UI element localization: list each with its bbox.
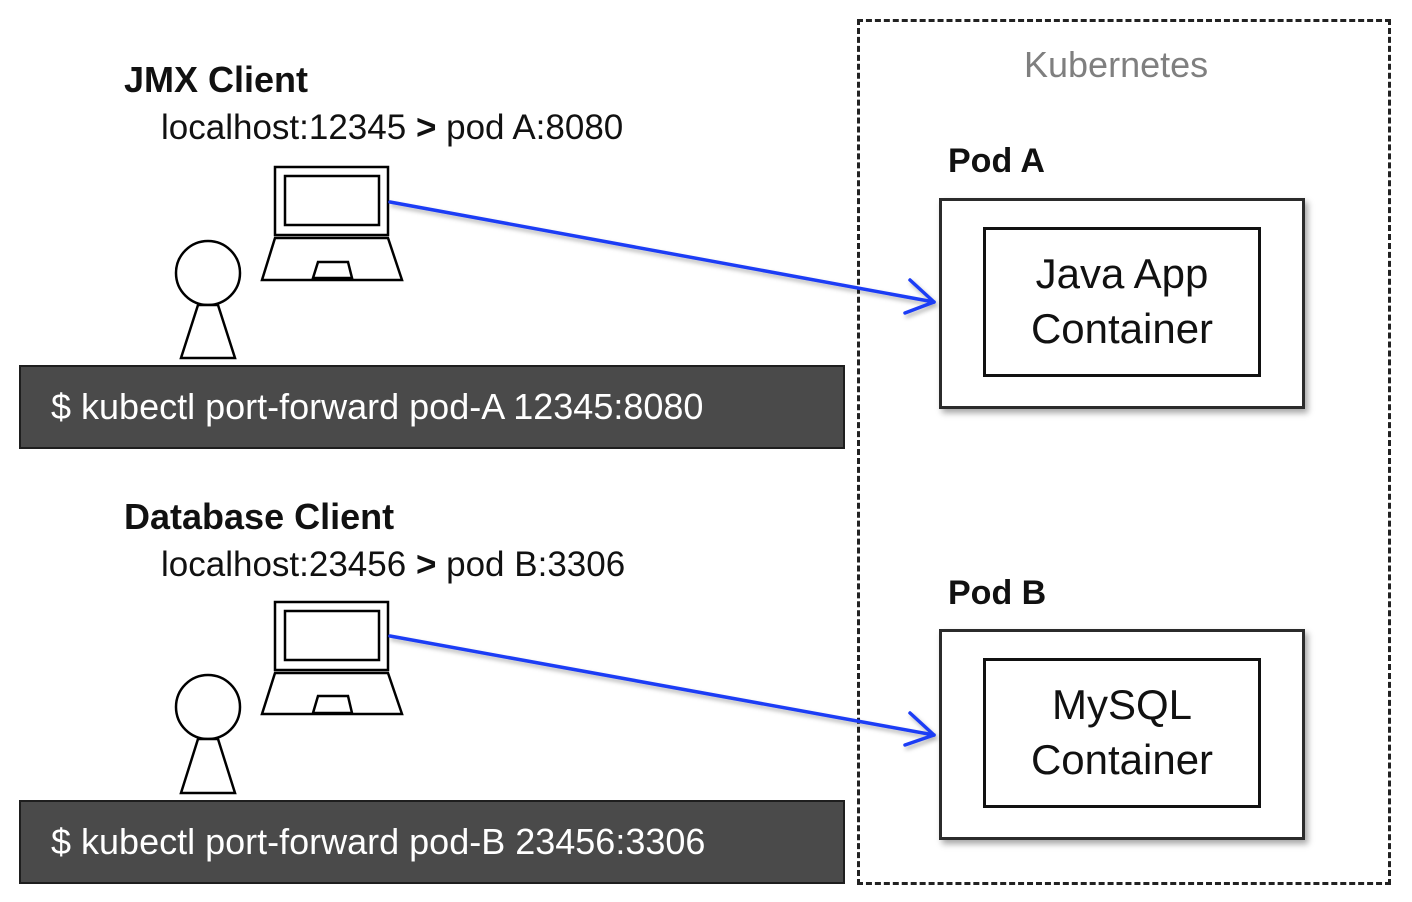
- container-label-line2: Container: [1030, 736, 1214, 783]
- port-forward-arrow-a: [388, 200, 936, 315]
- mapping-from: localhost:23456: [161, 545, 407, 584]
- container-label-line1: Java App: [1035, 250, 1209, 298]
- person-icon: [174, 673, 242, 795]
- database-port-mapping: localhost:23456 > pod B:3306: [161, 545, 625, 585]
- kubernetes-label: Kubernetes: [1024, 44, 1209, 85]
- port-forward-command-b: $ kubectl port-forward pod-B 23456:3306: [19, 800, 845, 884]
- jmx-client-title: JMX Client: [124, 59, 309, 100]
- pod-a-title: Pod A: [948, 142, 1045, 180]
- command-text: $ kubectl port-forward pod-B 23456:3306: [51, 821, 706, 862]
- mysql-container: MySQL Container: [983, 658, 1261, 808]
- mapping-arrow-sep: >: [415, 545, 437, 584]
- jmx-port-mapping: localhost:12345 > pod A:8080: [161, 108, 623, 148]
- port-forward-command-a: $ kubectl port-forward pod-A 12345:8080: [19, 365, 845, 449]
- person-icon: [174, 239, 242, 360]
- laptop-icon: [260, 600, 404, 716]
- pod-b-title: Pod B: [948, 574, 1047, 612]
- database-client-title: Database Client: [124, 496, 395, 537]
- mapping-arrow-sep: >: [415, 108, 437, 147]
- container-label-line1: MySQL: [1051, 681, 1193, 729]
- command-text: $ kubectl port-forward pod-A 12345:8080: [51, 386, 704, 427]
- kubernetes-cluster-boundary: [857, 19, 1391, 885]
- container-label-line2: Container: [1030, 305, 1214, 352]
- mapping-to: pod B:3306: [446, 545, 626, 584]
- mapping-from: localhost:12345: [161, 108, 407, 147]
- laptop-icon: [260, 165, 404, 282]
- port-forward-arrow-b: [388, 634, 936, 747]
- mapping-to: pod A:8080: [446, 108, 624, 147]
- java-app-container: Java App Container: [983, 227, 1261, 377]
